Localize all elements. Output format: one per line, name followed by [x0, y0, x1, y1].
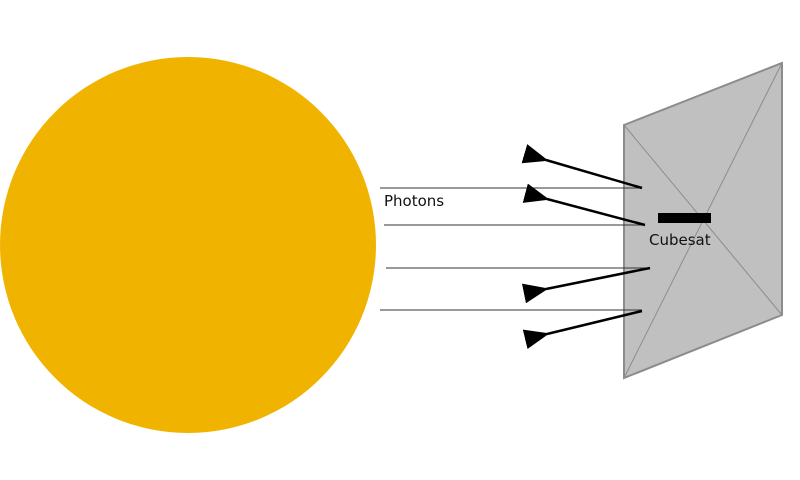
photon-rays: [380, 187, 650, 311]
photons-label: Photons: [384, 192, 445, 210]
sun: [0, 57, 376, 433]
reflection-arrow: [522, 309, 643, 350]
reflection-arrow: [521, 144, 643, 190]
reflected-photons: [521, 144, 651, 350]
cubesat-label: Cubesat: [649, 231, 711, 249]
cubesat: [658, 213, 711, 223]
reflection-arrow: [522, 183, 646, 227]
reflection-arrow: [521, 266, 651, 304]
